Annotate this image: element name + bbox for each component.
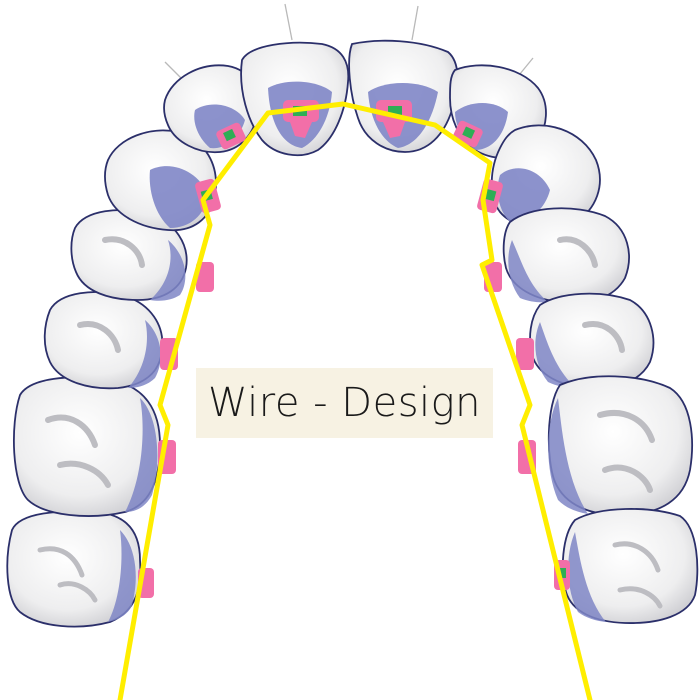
bracket-premolar-left-1 [196, 262, 214, 292]
bracket-incisor-left-lateral [216, 122, 246, 150]
left-premolar-2 [43, 291, 164, 390]
right-molar-1 [547, 375, 693, 516]
arch-wire [117, 101, 593, 700]
left-premolar-1 [70, 209, 188, 301]
left-canine [104, 129, 217, 232]
bracket-premolar-right-2 [516, 338, 534, 370]
left-central-incisor [240, 41, 350, 157]
right-premolar-2 [529, 292, 655, 390]
left-molar-1 [13, 376, 161, 517]
right-canine [490, 124, 601, 230]
bracket-slot-molar-right-2 [558, 568, 566, 578]
right-molar-2 [561, 508, 699, 624]
left-molar-2 [6, 510, 142, 628]
brackets [138, 100, 570, 598]
guide-line-3 [411, 5, 419, 41]
wire-design-label: Wire - Design [196, 368, 493, 438]
right-central-incisor [348, 39, 459, 153]
right-premolar-1 [502, 207, 630, 304]
wire-design-label-text: Wire - Design [207, 380, 482, 426]
guide-line-2 [284, 3, 293, 41]
